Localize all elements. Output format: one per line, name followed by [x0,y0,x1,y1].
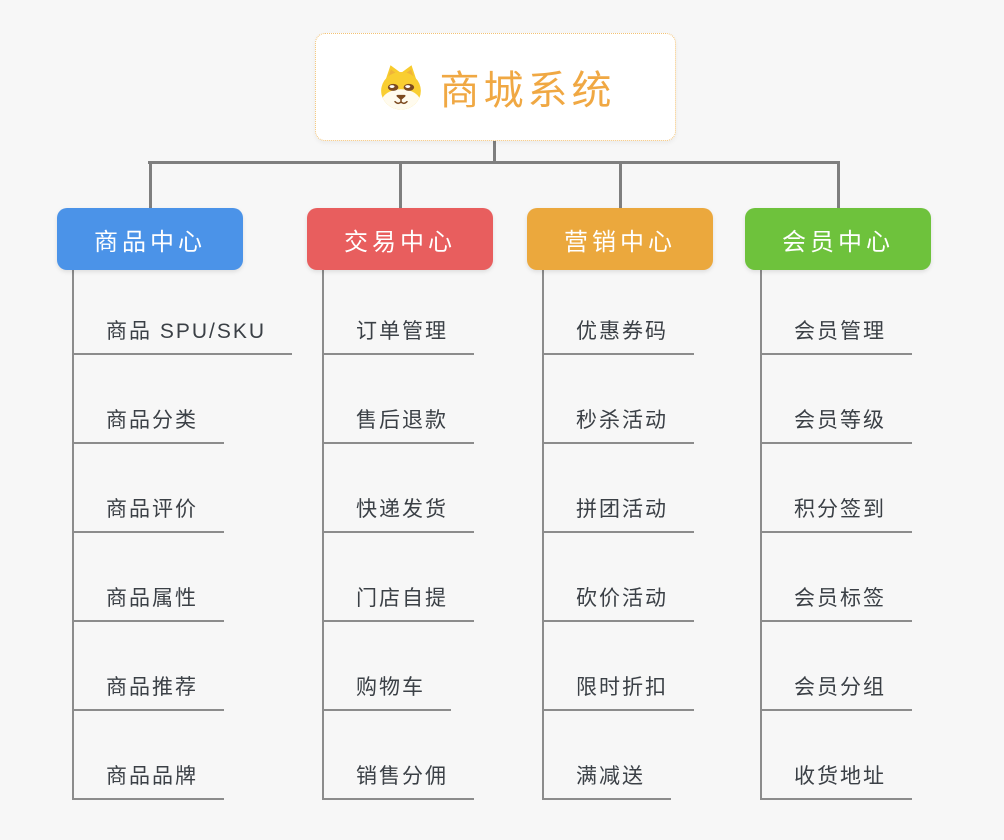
leaf-node[interactable]: 快递发货 [324,493,474,533]
root-title: 商城系统 [439,69,616,113]
branch-label: 营销中心 [564,228,676,256]
connector-horizontal-rail [148,161,840,164]
branch-node-member-center[interactable]: 会员中心 [745,208,931,270]
leaf-row: 砍价活动 [544,533,694,622]
leaf-row: 收货地址 [762,711,912,800]
leaf-row: 商品推荐 [74,622,292,711]
leaf-node[interactable]: 拼团活动 [544,493,694,533]
leaf-row: 商品属性 [74,533,292,622]
branch-column-trade-center: 订单管理售后退款快递发货门店自提购物车销售分佣 [322,266,474,800]
connector-drop-member-center [836,161,840,208]
leaf-row: 订单管理 [324,266,474,355]
branch-column-member-center: 会员管理会员等级积分签到会员标签会员分组收货地址 [760,266,912,800]
branch-label: 交易中心 [344,228,456,256]
leaf-node[interactable]: 商品评价 [74,493,224,533]
leaf-node[interactable]: 商品分类 [74,404,224,444]
leaf-node[interactable]: 会员管理 [762,315,912,355]
leaf-node[interactable]: 商品 SPU/SKU [74,315,293,355]
leaf-row: 商品品牌 [74,711,292,800]
leaf-row: 优惠券码 [544,266,694,355]
branch-node-product-center[interactable]: 商品中心 [57,208,243,270]
leaf-row: 拼团活动 [544,444,694,533]
leaf-row: 会员等级 [762,355,912,444]
leaf-node[interactable]: 购物车 [324,671,451,711]
branch-node-trade-center[interactable]: 交易中心 [307,208,493,270]
leaf-node[interactable]: 门店自提 [324,582,474,622]
leaf-node[interactable]: 商品属性 [74,582,224,622]
leaf-node[interactable]: 积分签到 [762,493,912,533]
leaf-node[interactable]: 收货地址 [762,760,912,800]
branch-label: 商品中心 [94,228,206,256]
connector-drop-marketing-center [618,161,622,208]
leaf-node[interactable]: 限时折扣 [544,671,694,711]
connector-root-stub [493,139,496,163]
leaf-node[interactable]: 会员分组 [762,671,912,711]
leaf-node[interactable]: 秒杀活动 [544,404,694,444]
leaf-node[interactable]: 砍价活动 [544,582,694,622]
leaf-row: 商品分类 [74,355,292,444]
root-node-mall-system[interactable]: 商城系统 [315,33,676,141]
leaf-row: 限时折扣 [544,622,694,711]
leaf-row: 门店自提 [324,533,474,622]
leaf-node[interactable]: 商品品牌 [74,760,224,800]
leaf-row: 购物车 [324,622,474,711]
leaf-node[interactable]: 会员等级 [762,404,912,444]
connector-drop-trade-center [398,161,402,208]
leaf-row: 会员标签 [762,533,912,622]
leaf-row: 积分签到 [762,444,912,533]
branch-column-product-center: 商品 SPU/SKU 商品分类商品评价商品属性商品推荐商品品牌 [72,266,293,800]
leaf-row: 销售分佣 [324,711,474,800]
leaf-node[interactable]: 商品推荐 [74,671,224,711]
leaf-row: 商品评价 [74,444,292,533]
leaf-node[interactable]: 优惠券码 [544,315,694,355]
connector-drop-product-center [148,161,152,208]
leaf-node[interactable]: 满减送 [544,760,671,800]
branch-column-marketing-center: 优惠券码秒杀活动拼团活动砍价活动限时折扣满减送 [542,266,694,800]
branch-label: 会员中心 [782,228,894,256]
leaf-node[interactable]: 销售分佣 [324,760,474,800]
leaf-node[interactable]: 会员标签 [762,582,912,622]
dog-face-icon [380,65,421,110]
leaf-row: 秒杀活动 [544,355,694,444]
leaf-row: 快递发货 [324,444,474,533]
leaf-row: 售后退款 [324,355,474,444]
leaf-row: 会员管理 [762,266,912,355]
branch-node-marketing-center[interactable]: 营销中心 [527,208,713,270]
leaf-node[interactable]: 售后退款 [324,404,474,444]
leaf-node[interactable]: 订单管理 [324,315,474,355]
leaf-row: 会员分组 [762,622,912,711]
leaf-row: 满减送 [544,711,694,800]
leaf-row: 商品 SPU/SKU [74,266,293,355]
